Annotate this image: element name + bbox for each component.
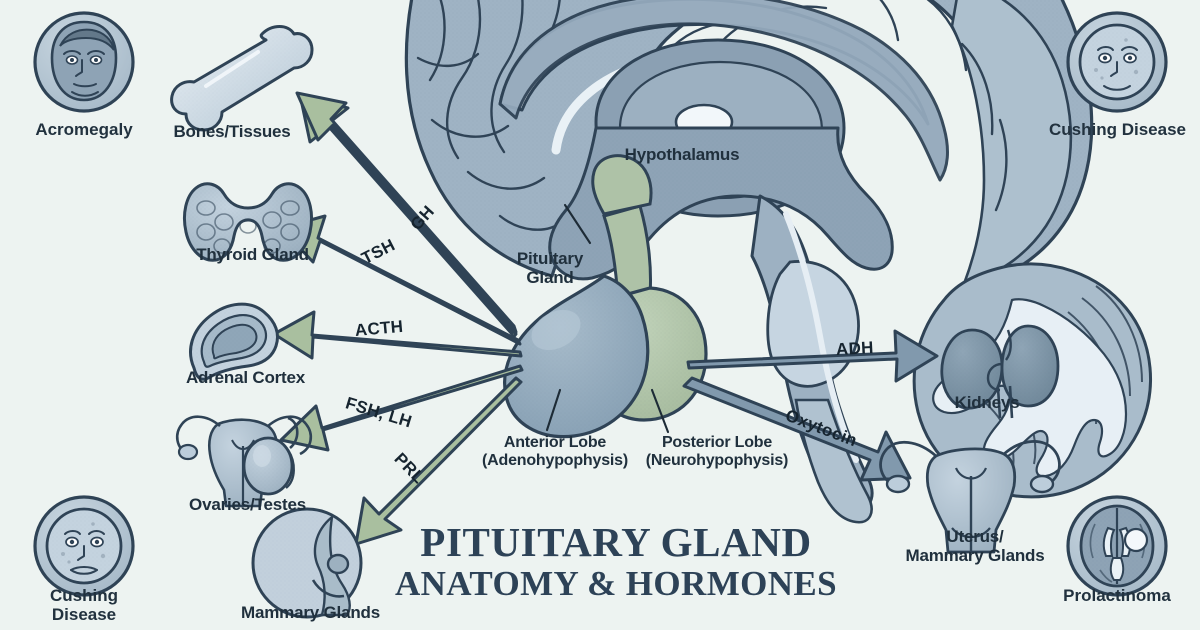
anterior-lobe-label: Anterior Lobe (Adenohypophysis) [482,434,628,469]
posterior-lobe-label: Posterior Lobe (Neurohypophysis) [645,434,789,469]
leader-posterior [650,388,670,434]
target-label-thyroid: Thyroid Gland [196,245,309,264]
acromegaly-face-icon [33,11,135,113]
hypothalamus-label: Hypothalamus [624,145,740,164]
hormone-label-acth: ACTH [354,316,405,340]
adrenal-icon [189,302,279,381]
disorder-label-acromegaly: Acromegaly [35,120,133,139]
moon-face-icon-bottom [33,495,135,597]
poster-title: PITUITARY GLAND ANATOMY & HORMONES [386,519,846,603]
moon-face-icon-top [1066,11,1168,113]
disorder-label-prolactinoma: Prolactinoma [1063,586,1171,605]
title-line-1: PITUITARY GLAND [420,519,812,565]
bone-icon [170,25,314,132]
leader-pituitary [563,203,592,245]
target-label-uterus: Uterus/ Mammary Glands [905,527,1045,566]
arrow-prl [354,376,523,546]
arrow-adh [686,329,939,383]
target-label-kidneys: Kidneys [954,393,1020,412]
thyroid-icon [182,182,314,262]
gonads-icon [175,415,313,508]
arrow-gh-body [295,91,518,334]
brain-scan-icon [1066,495,1168,597]
target-label-gonads: Ovaries/Testes [189,495,306,514]
leader-anterior [545,388,562,432]
breast-icon [251,507,363,619]
arrow-fsh-lh [279,364,524,452]
disorder-label-cushing-top: Cushing Disease [1049,120,1186,139]
title-line-2: ANATOMY & HORMONES [394,563,838,603]
disorder-label-cushing-bottom: Cushing Disease [50,586,118,625]
uterus-icon [879,440,1061,554]
pituitary-gland-label: Pituitary Gland [516,249,584,288]
target-label-bones: Bones/Tissues [173,122,291,141]
arrow-acth [272,310,523,360]
hormone-label-adh: ADH [835,338,875,359]
target-label-adrenal: Adrenal Cortex [185,368,306,387]
anterior-hormone-arrows [272,91,524,546]
target-label-mammary: Mammary Glands [241,603,380,622]
kidneys-icon [940,324,1060,419]
